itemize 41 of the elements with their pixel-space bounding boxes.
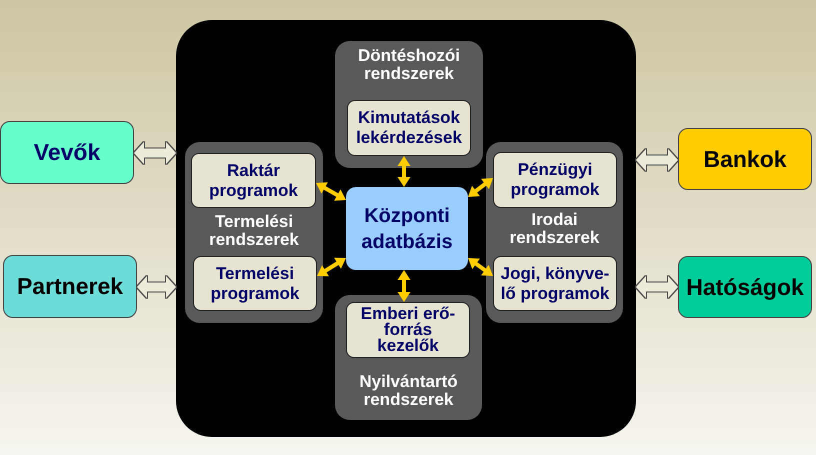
double-arrow — [398, 270, 410, 302]
program-box — [347, 100, 471, 156]
double-arrow — [636, 276, 678, 298]
group-heading: Irodai rendszerek — [508, 211, 600, 247]
program-label: Termelési programok — [210, 264, 300, 304]
entity-label: Vevők — [34, 139, 100, 166]
entity-box — [0, 121, 134, 184]
group-panel — [335, 295, 482, 420]
entity-box — [678, 128, 812, 190]
group-heading: Nyilvántartó rendszerek — [358, 373, 459, 409]
system-panel — [176, 20, 636, 437]
group-panel — [185, 142, 323, 323]
double-arrow — [398, 156, 410, 187]
double-arrow — [317, 258, 346, 276]
program-box — [346, 302, 470, 358]
double-arrow — [316, 182, 346, 201]
group-heading: Döntéshozói rendszerek — [357, 47, 461, 83]
group-heading: Termelési rendszerek — [208, 213, 300, 249]
entity-box — [678, 256, 812, 318]
program-box — [493, 152, 617, 208]
group-panel — [335, 41, 483, 168]
program-box — [493, 256, 617, 311]
group-panel — [486, 142, 623, 323]
program-label: Jogi, könyve-lő programok — [500, 264, 610, 304]
program-label: Raktár programok — [208, 160, 299, 200]
program-box — [191, 153, 316, 208]
double-arrow — [636, 149, 678, 171]
entity-label: Hatóságok — [686, 274, 804, 300]
program-label: Emberi erő-forrás kezelők — [360, 306, 456, 354]
double-arrow — [468, 178, 493, 197]
entity-label: Bankok — [703, 146, 787, 172]
double-arrow — [468, 258, 493, 276]
program-label: Pénzügyi programok — [510, 160, 600, 200]
database-box — [346, 187, 468, 270]
program-box — [193, 256, 317, 311]
program-label: Kimutatások lekérdezések — [355, 108, 463, 148]
entity-box — [3, 255, 137, 318]
database-label: Központi adatbázis — [360, 204, 454, 254]
double-arrow — [137, 276, 176, 298]
entity-label: Partnerek — [16, 273, 124, 300]
double-arrow — [134, 142, 176, 164]
